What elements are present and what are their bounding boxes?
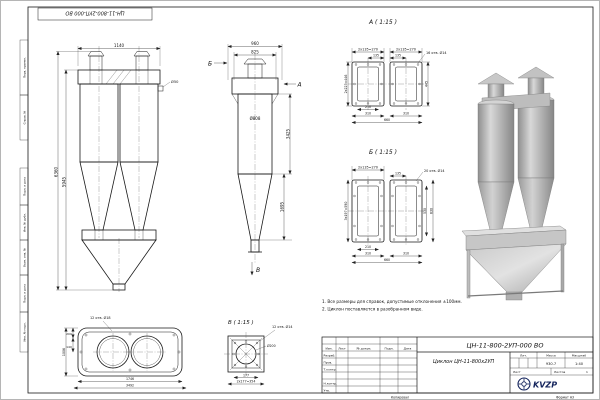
margin-stamp-label: Подп. и дата [23,284,27,303]
isometric-view [461,66,567,301]
dim-label: 210 [365,105,371,109]
holes-note: 12 отв. Ø18 [90,315,111,320]
dim-label: 177 [243,374,249,378]
section-title: Б ( 1:15 ) [369,149,397,156]
dim-label: 445 [425,81,429,87]
lit-label: Лит. [520,354,527,358]
dim-label: 3x197=590 [344,202,348,221]
bolt-holes [232,340,260,368]
company-logo-text: KVZP [533,381,557,390]
margin-stamps: Перв. примен. Справ. № Подп. и дата Инв.… [19,39,29,353]
dim-label: 2x135=270 [358,48,378,52]
bottom-margin: Копировал Формат А3 [391,396,574,400]
dim-label: 2x135=270 [396,48,416,52]
company-logo-icon [517,377,531,391]
sheets-label: Листов [554,370,565,374]
col-izm: Изм. [325,347,332,351]
margin-stamp-label: Подп. и дата [23,177,27,196]
view-arrow-label-a: А [296,82,301,89]
row-tkontr: Т.контр. [323,368,337,372]
dim-label: 1006 [62,348,66,356]
dim-label: 1746 [126,377,134,381]
row-prov: Пров. [324,361,333,365]
bolt-holes [79,332,181,372]
top-stamp-box [37,7,153,21]
sheet-label: Лист [513,370,521,374]
dim-label: 210 [365,245,371,249]
col-list: Лист [338,347,346,351]
scale-label: Масштаб [572,354,586,358]
dim-label: 200 [66,332,72,336]
mass-value: 930.7 [546,362,556,366]
dim-label: Ø808 [250,116,261,121]
section-title: А ( 1:15 ) [368,19,397,26]
bolt-holes [353,181,421,241]
sheets-value: 1 [586,370,588,374]
dim-label: 135 [395,54,401,58]
scale-value: 1:40 [575,362,584,366]
drawing-title: Циклон ЦН-11-800х2УП [433,359,495,365]
dim-label: 660 [384,258,390,262]
dim-label: Ø200 [267,343,276,348]
col-doc: № докум. [357,347,372,351]
bottom-view-v: 12 отв. Ø18 200 140 1006 1746 3492 [62,315,187,390]
dim-label: 3492 [126,384,134,388]
dim-label: 530 [423,208,427,214]
title-block: Изм. Лист № докум. Подп. Дата Разраб. Пр… [321,336,594,394]
margin-stamp-label: Перв. примен. [23,57,27,78]
format-label: Формат А3 [556,396,574,400]
row-razrab: Разраб. [324,354,336,358]
dim-label: 140 [66,345,72,349]
dim-label: 135 [373,54,379,58]
copy-label: Копировал [391,396,409,400]
holes-note: 16 отв. Ø14 [426,50,447,55]
dim-label: 2x223=446 [344,75,348,94]
view-title: В ( 1:15 ) [228,320,254,326]
holes-note: 20 отв. Ø14 [424,168,445,173]
dim-label: 2x135=270 [358,166,378,170]
row-nkontr: Н.контр. [324,382,337,386]
dim-label: 310 [365,112,371,116]
margin-stamp-label: Взам. инв. № [23,248,27,267]
dim-label: 310 [403,252,409,256]
front-view: Ø50 1140 6360 5945 [54,43,179,292]
flange-detail: В ( 1:15 ) 12 отв. Ø14 Ø200 177 2x177=35… [224,320,293,386]
margin-stamp-label: Справ. № [23,111,27,125]
dim-label: 2x177=354 [237,380,256,384]
holes-note: 12 отв. Ø14 [272,324,293,329]
dim-label: 1140 [114,43,125,48]
dim-label: 1695 [280,201,285,212]
bolt-holes [353,63,421,105]
dim-label: 960 [251,41,259,46]
dim-label: 630 [430,208,434,214]
view-arrow-label-b: Б [208,61,212,68]
section-a-view: А ( 1:15 ) 2x135=270 135 2x135=270 135 1… [344,19,447,125]
dim-label: 310 [365,252,371,256]
dim-label: 825 [251,50,259,55]
view-arrow-label-v: В [256,267,260,274]
doc-number: ЦН-11-800-2УП-000 ВО [466,342,543,350]
dim-label: Ø50 [171,79,179,84]
dim-label: 135 [395,172,401,176]
dim-label: 3425 [286,128,291,139]
margin-stamp-label: Инв. № дубл. [23,213,27,232]
top-stamp-number: ЦН-11-800-2УП-000 ВО [65,10,124,16]
dim-label: 5945 [62,176,67,187]
side-view: Ø808 960 825 3425 1695 Б А В [208,41,302,276]
margin-stamp-label: Инв. № подл. [23,322,27,341]
dim-label: 660 [384,118,390,122]
notes: 1. Все размеры для справок, допустимые о… [322,299,462,312]
dim-label: 310 [403,112,409,116]
mass-label: Масса [546,354,556,358]
col-data: Дата [404,347,412,351]
note-line: 1. Все размеры для справок, допустимые о… [322,299,462,304]
dim-label: 6360 [54,166,59,177]
note-line: 2. Циклон поставляется в разобранном вид… [322,307,423,312]
row-utv: Утв. [324,389,330,393]
section-b-view: Б ( 1:15 ) 2x135=270 135 20 отв. Ø14 3x1… [344,149,445,265]
col-podp: Подп. [384,347,393,351]
